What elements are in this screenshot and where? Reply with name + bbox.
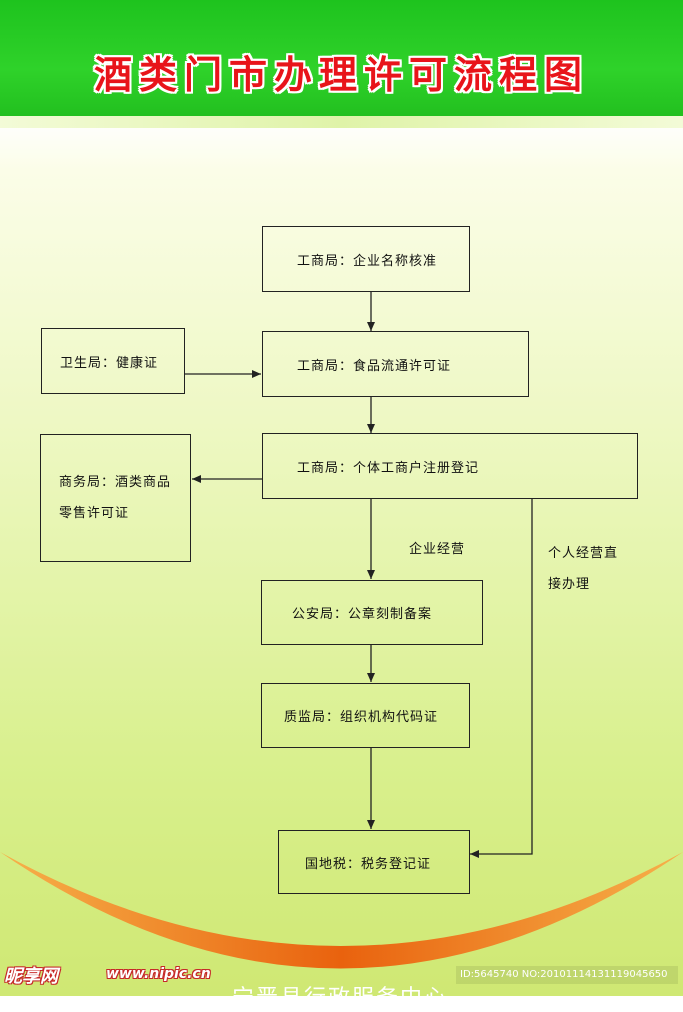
arrow-individual-to-tax: [470, 499, 533, 858]
footer-org-name: 宁晋县行政服务中心: [232, 986, 449, 1011]
watermark-id: ID:5645740 NO:20101114131119045650: [456, 966, 678, 984]
header-banner: [0, 0, 683, 116]
node-retail-permit-line2: 零售许可证: [59, 506, 130, 521]
node-food-permit-label: 工商局：食品流通许可证: [297, 358, 452, 374]
node-seal-filing: 公安局：公章刻制备案: [261, 580, 483, 645]
node-org-code-label: 质监局：组织机构代码证: [284, 710, 439, 725]
node-name-approval: 工商局：企业名称核准: [262, 226, 470, 292]
node-food-permit: 工商局：食品流通许可证: [262, 331, 529, 397]
edge-label-individual-line2: 接办理: [548, 577, 591, 592]
node-health-cert: 卫生局：健康证: [41, 328, 185, 394]
node-tax-registration: 国地税：税务登记证: [278, 830, 470, 894]
node-registration-label: 工商局：个体工商户注册登记: [297, 460, 480, 476]
edge-label-individual: 个人经营直 接办理: [548, 538, 618, 600]
node-name-approval-label: 工商局：企业名称核准: [297, 253, 438, 269]
header-stripe: [0, 116, 683, 128]
node-tax-registration-label: 国地税：税务登记证: [305, 856, 432, 872]
edge-label-individual-line1: 个人经营直: [548, 546, 619, 561]
node-registration: 工商局：个体工商户注册登记: [262, 433, 638, 499]
edge-label-enterprise: 企业经营: [409, 542, 466, 557]
node-retail-permit-line1: 商务局：酒类商品: [59, 475, 172, 490]
node-org-code: 质监局：组织机构代码证: [261, 683, 470, 748]
node-health-cert-label: 卫生局：健康证: [60, 355, 159, 371]
watermark-url: www.nipic.cn: [106, 966, 211, 982]
node-seal-filing-label: 公安局：公章刻制备案: [292, 607, 433, 622]
watermark-logo: 昵享网: [4, 966, 58, 987]
node-retail-permit: 商务局：酒类商品 零售许可证: [40, 434, 191, 562]
page-title: 酒类门市办理许可流程图: [93, 53, 589, 97]
